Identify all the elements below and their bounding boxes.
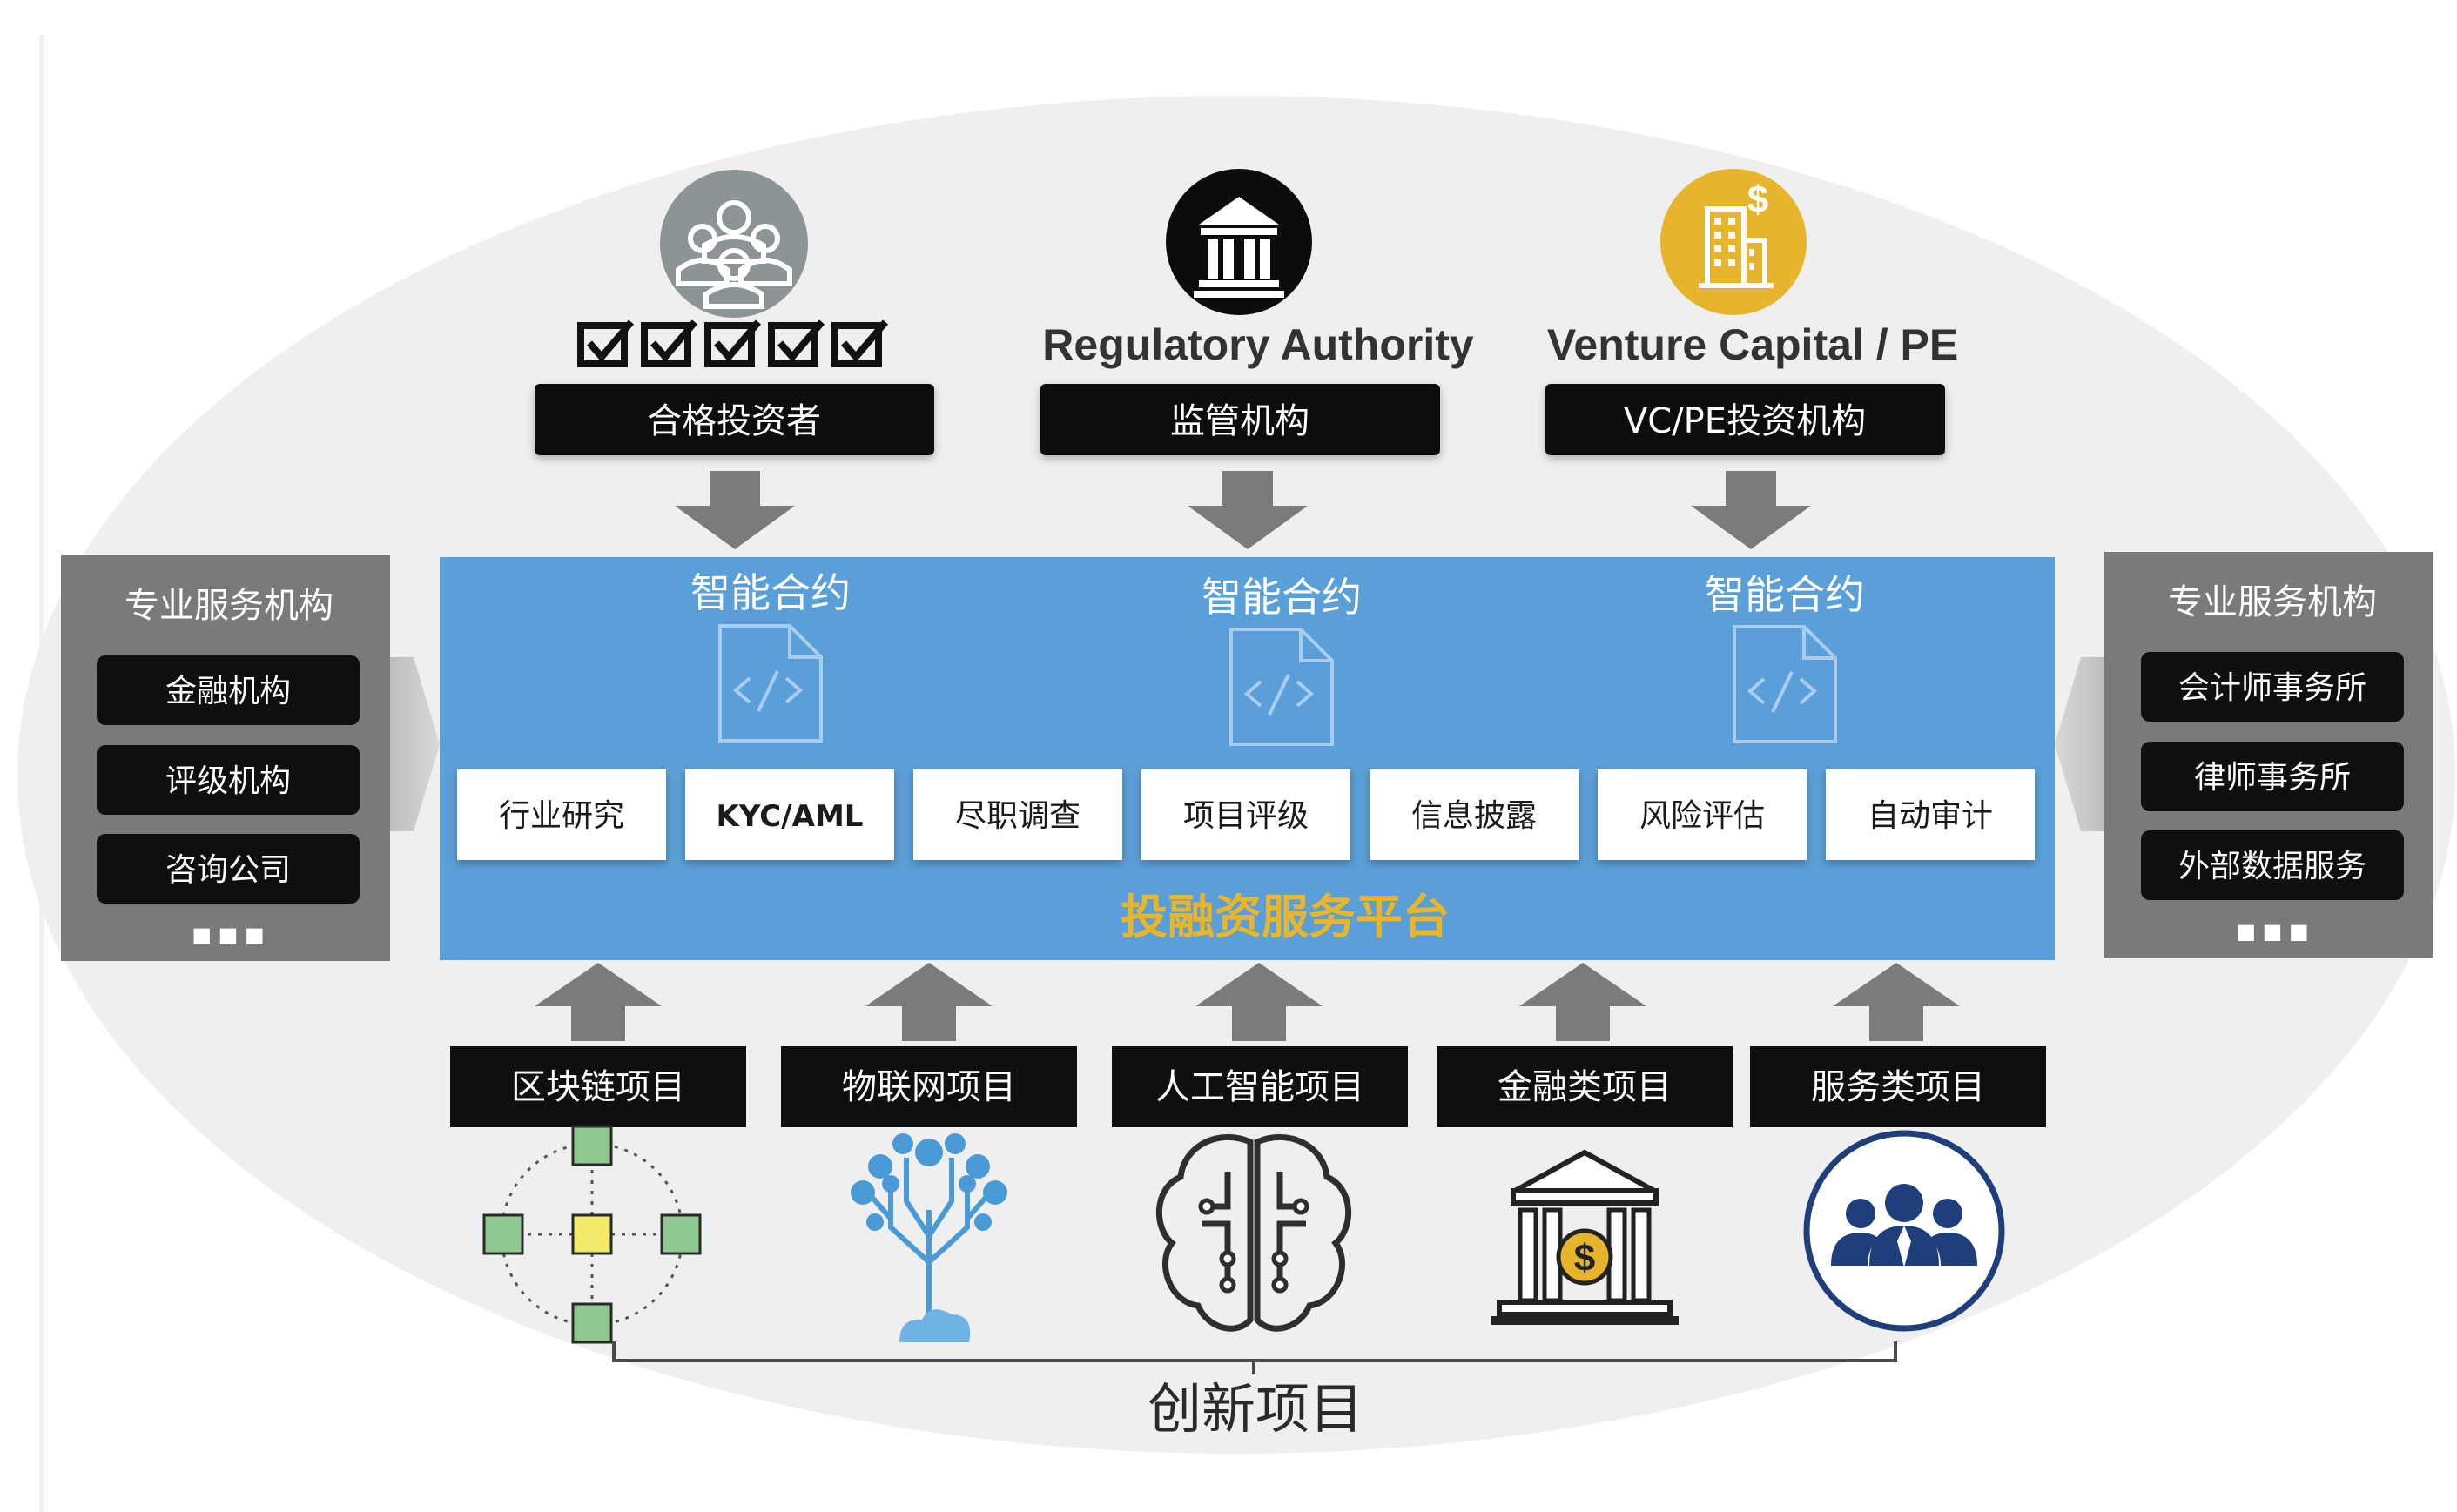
contract-document-icon (1229, 628, 1334, 746)
top-label-regulator: 监管机构 (1040, 384, 1440, 455)
vc-caption: Venture Capital / PE (1547, 320, 1958, 369)
innovation-bracket (612, 1341, 1897, 1374)
bank-building-icon (1166, 169, 1312, 315)
more-indicator: ■ ■ ■ (2236, 919, 2308, 944)
team-service-icon (1803, 1130, 2005, 1332)
down-arrow-1 (675, 471, 795, 549)
regulatory-caption: Regulatory Authority (1042, 320, 1474, 369)
up-arrow-3 (1195, 963, 1323, 1041)
contract-document-icon (1733, 625, 1837, 743)
side-item: 外部数据服务 (2178, 849, 2366, 884)
side-panel-left: 专业服务机构 金融机构 评级机构 咨询公司 ■ ■ ■ (61, 555, 390, 961)
iot-tree-icon (851, 1133, 1007, 1342)
svg-text:$: $ (1747, 178, 1768, 221)
platform-title: 投融资服务平台 (1121, 890, 1450, 944)
footer-title: 创新项目 (1148, 1377, 1363, 1441)
left-side-arrow (390, 657, 440, 831)
building-dollar-icon: $ (1660, 169, 1807, 315)
side-item: 咨询公司 (165, 852, 291, 888)
up-arrow-1 (535, 963, 662, 1041)
project-label-text: 金融类项目 (1498, 1067, 1672, 1107)
service-label: 风险评估 (1639, 798, 1765, 834)
top-label-investor-text: 合格投资者 (647, 401, 821, 441)
project-label-text: 服务类项目 (1811, 1067, 1985, 1107)
side-item: 金融机构 (165, 674, 291, 709)
project-label-blockchain: 区块链项目 (450, 1046, 746, 1127)
service-box-due-diligence: 尽职调查 (913, 769, 1122, 860)
side-panel-left-title: 专业服务机构 (125, 586, 333, 626)
service-box-project-rating: 项目评级 (1141, 769, 1350, 860)
blockchain-cubes-icon (482, 1125, 702, 1344)
bank-dollar-icon: $ (1491, 1149, 1679, 1325)
contract-document-icon (718, 624, 823, 743)
service-box-industry-research: 行业研究 (457, 769, 666, 860)
contract-title-3: 智能合约 (1705, 571, 1865, 618)
service-label: 自动审计 (1868, 798, 1993, 834)
top-label-regulator-text: 监管机构 (1170, 401, 1309, 441)
more-indicator: ■ ■ ■ (192, 923, 264, 947)
service-box-auto-audit: 自动审计 (1826, 769, 2035, 860)
service-box-disclosure: 信息披露 (1370, 769, 1579, 860)
service-box-kyc-aml: KYC/AML (685, 769, 894, 860)
side-item: 律师事务所 (2194, 760, 2351, 796)
ai-brain-icon (1155, 1134, 1352, 1332)
down-arrow-3 (1691, 471, 1811, 549)
project-label-finance: 金融类项目 (1437, 1046, 1733, 1127)
project-label-text: 区块链项目 (511, 1067, 685, 1107)
side-item: 会计师事务所 (2178, 670, 2366, 706)
service-label: 行业研究 (499, 798, 624, 834)
up-arrow-5 (1833, 963, 1960, 1041)
service-label: KYC/AML (717, 799, 864, 834)
down-arrow-2 (1188, 471, 1308, 549)
right-side-arrow (2055, 657, 2104, 831)
checkbox-row-icon (577, 319, 889, 367)
investor-group-icon (660, 170, 808, 318)
project-label-service: 服务类项目 (1750, 1046, 2046, 1127)
top-label-investor: 合格投资者 (535, 384, 934, 455)
project-label-text: 物联网项目 (842, 1067, 1016, 1107)
contract-title-2: 智能合约 (1202, 574, 1362, 621)
side-item: 评级机构 (165, 763, 291, 799)
project-label-text: 人工智能项目 (1155, 1067, 1364, 1107)
up-arrow-2 (865, 963, 993, 1041)
service-label: 项目评级 (1183, 798, 1309, 834)
service-label: 尽职调查 (955, 798, 1080, 834)
contract-title-1: 智能合约 (690, 569, 851, 616)
top-label-vcpe: VC/PE投资机构 (1545, 384, 1945, 455)
top-label-vcpe-text: VC/PE投资机构 (1624, 401, 1866, 441)
platform-box (440, 557, 2055, 960)
service-box-risk-assessment: 风险评估 (1598, 769, 1807, 860)
service-label: 信息披露 (1411, 798, 1537, 834)
project-label-ai: 人工智能项目 (1112, 1046, 1408, 1127)
up-arrow-4 (1519, 963, 1646, 1041)
side-panel-right-title: 专业服务机构 (2168, 582, 2377, 622)
project-label-iot: 物联网项目 (781, 1046, 1077, 1127)
svg-text:$: $ (1574, 1237, 1595, 1280)
side-panel-right: 专业服务机构 会计师事务所 律师事务所 外部数据服务 ■ ■ ■ (2104, 552, 2433, 958)
